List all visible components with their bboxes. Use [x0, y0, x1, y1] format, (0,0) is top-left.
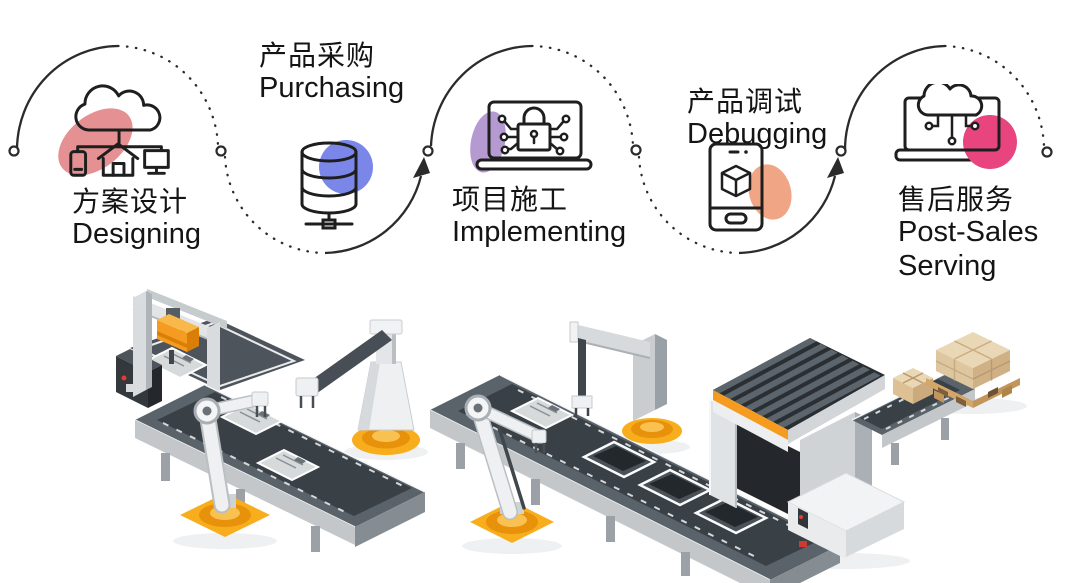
step-label-zh: 售后服务 [898, 184, 1015, 215]
step-label-en: Implementing [452, 216, 627, 249]
connector-arc-3-solid [429, 44, 533, 147]
smartphone-3d-cube-icon [702, 142, 797, 239]
step-label-en: Purchasing [259, 72, 405, 105]
step-label: 方案设计 Designing [72, 186, 272, 252]
connector-arc-5-dotted [943, 44, 1046, 149]
connector-arc-2-solid [324, 175, 423, 255]
laptop-security-circuit-icon [467, 98, 601, 187]
conveyor-belt-2 [429, 374, 841, 583]
connector-arc-5-solid [843, 44, 946, 151]
blob-shape [58, 108, 133, 176]
connector-node-3 [630, 144, 642, 156]
connector-arrow-2 [827, 157, 844, 178]
connector-arc-3-dotted [530, 44, 635, 148]
connector-arc-1-solid [15, 44, 119, 151]
step-label-zh: 产品采购 [259, 40, 376, 71]
blob-shape [319, 140, 373, 194]
stamping-press [709, 338, 906, 559]
step-label-zh: 产品调试 [687, 86, 804, 117]
funnel-pick-robot [295, 319, 420, 455]
connector-arc-4-solid [738, 175, 837, 255]
connector-arc-1-dotted [116, 44, 220, 148]
connector-node-1 [215, 145, 227, 157]
step-label-en: Post-Sales Serving [898, 216, 1039, 283]
step-label-zh: 方案设计 [72, 186, 189, 217]
step-label-zh: 项目施工 [452, 184, 569, 215]
laptop-cloud-circuit-icon [888, 80, 1018, 175]
step-label-en: Designing [72, 218, 201, 251]
step-label: 项目施工 Implementing [452, 184, 672, 250]
blob-shape [748, 164, 792, 220]
gantry-pick-robot [569, 321, 682, 444]
robot-arm-center [464, 394, 554, 543]
database-icon [284, 130, 389, 240]
connector-node-2 [422, 145, 434, 157]
pallet-stack [926, 332, 1020, 408]
step-label: 产品采购 Purchasing [259, 40, 459, 106]
connector-node-start [8, 145, 20, 157]
step-label: 售后服务 Post-Sales Serving [898, 184, 1066, 284]
cloud-connected-devices-icon [58, 74, 186, 189]
connector-node-4 [835, 145, 847, 157]
robot-arm-left [180, 391, 270, 537]
connector-arrow-1 [413, 157, 430, 178]
gantry-machine [116, 289, 305, 408]
connector-node-end [1041, 146, 1053, 158]
